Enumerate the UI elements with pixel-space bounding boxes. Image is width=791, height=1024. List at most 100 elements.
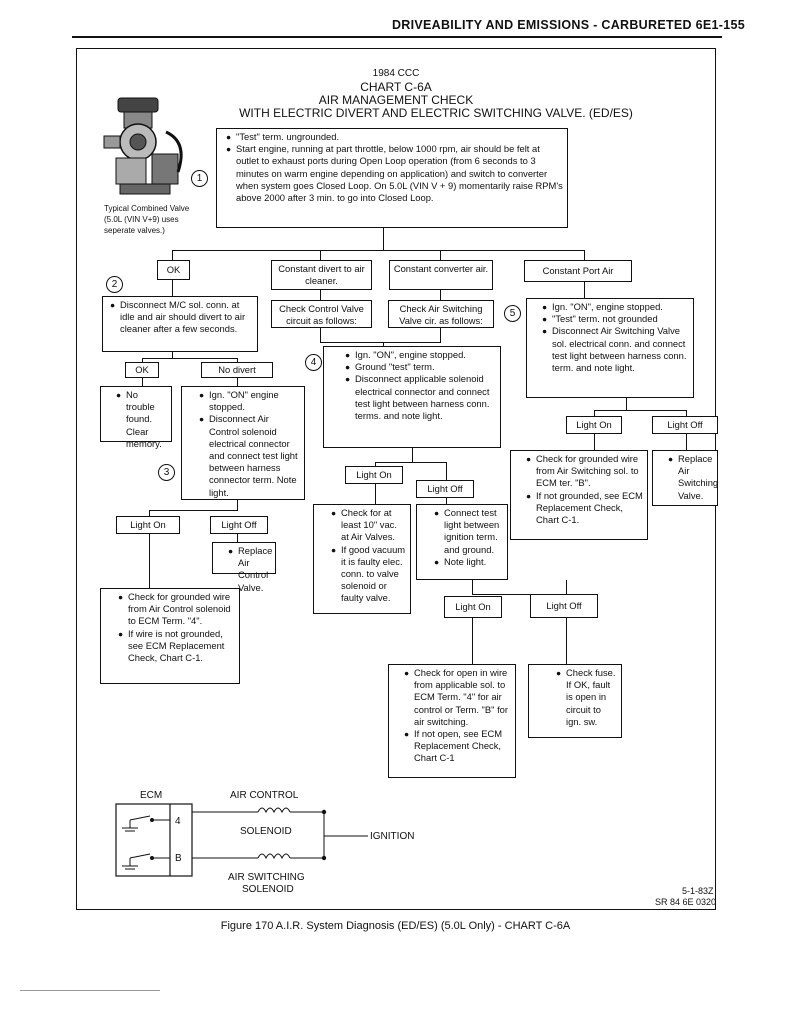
middle-light-off: Light Off: [416, 480, 474, 498]
constant-converter-branch: Constant converter air.: [389, 260, 493, 290]
left-light-on: Light On: [116, 516, 180, 534]
chart-subtitle: WITH ELECTRIC DIVERT AND ELECTRIC SWITCH…: [239, 106, 633, 120]
term-b-label: B: [175, 853, 182, 864]
no-trouble-box: No trouble found. Clear memory.: [100, 386, 172, 449]
replace-air-control-text: Replace Air Control Valve.: [228, 545, 272, 594]
connector: [472, 594, 566, 596]
right-light-on: Light On: [566, 416, 622, 434]
check-vacuum-1: Check for at least 10" vac. at Air Valve…: [331, 507, 407, 544]
initial-step-1: "Test" term. ungrounded.: [226, 131, 564, 143]
check-fuse-text: Check fuse. If OK, fault is open in circ…: [556, 667, 618, 728]
connector: [320, 290, 322, 300]
page-header: DRIVEABILITY AND EMISSIONS - CARBURETED …: [391, 18, 745, 32]
valve-caption-2: (5.0L (VIN V+9) uses: [104, 215, 179, 224]
connector: [320, 342, 441, 344]
header-rule: [72, 36, 722, 38]
connector: [172, 250, 174, 260]
initial-step-2: Start engine, running at part throttle, …: [226, 143, 564, 204]
left-light-off: Light Off: [210, 516, 268, 534]
wiring-schematic: [115, 803, 368, 877]
connector: [440, 250, 442, 260]
constant-port-branch: Constant Port Air: [524, 260, 632, 282]
connector: [142, 378, 144, 386]
chart-title: AIR MANAGEMENT CHECK: [318, 93, 474, 107]
connector: [446, 462, 448, 480]
step-circle-1: 1: [191, 170, 208, 187]
step5-item-3: Disconnect Air Switching Valve sol. elec…: [542, 325, 690, 374]
solenoid-label: SOLENOID: [240, 826, 292, 837]
connector: [594, 434, 596, 450]
connect-test-light-1: Connect test light between ignition term…: [434, 507, 504, 556]
connector: [149, 510, 238, 512]
middle-light-off-2: Light Off: [530, 594, 598, 618]
connector: [320, 328, 322, 342]
check-fuse-box: Check fuse. If OK, fault is open in circ…: [528, 664, 622, 738]
no-trouble-text: No trouble found. Clear memory.: [116, 389, 168, 450]
ok-branch: OK: [157, 260, 190, 280]
connector: [172, 352, 174, 358]
constant-divert-branch: Constant divert to air cleaner.: [271, 260, 372, 290]
term-4-label: 4: [175, 816, 181, 827]
step4-box: Ign. "ON", engine stopped. Ground "test"…: [323, 346, 501, 448]
connector: [375, 484, 377, 504]
check-open-box: Check for open in wire from applicable s…: [388, 664, 516, 778]
connector: [584, 282, 586, 298]
check-switching-ground-2: If not grounded, see ECM Replacement Che…: [526, 490, 644, 527]
connector: [172, 280, 174, 296]
step4-item-2: Ground "test" term.: [345, 361, 497, 373]
step-circle-4: 4: [305, 354, 322, 371]
ignition-label: IGNITION: [370, 831, 415, 842]
chart-id: CHART C-6A: [360, 80, 432, 94]
initial-test-box: "Test" term. ungrounded. Start engine, r…: [216, 128, 568, 228]
connector: [440, 328, 442, 342]
step5-box: Ign. "ON", engine stopped. "Test" term. …: [526, 298, 694, 398]
replace-switching-text: Replace Air Switching Valve.: [668, 453, 718, 502]
connect-test-light-box: Connect test light between ignition term…: [416, 504, 508, 580]
connector: [626, 398, 628, 410]
connect-test-light-2: Note light.: [434, 556, 504, 568]
chart-year: 1984 CCC: [372, 68, 420, 79]
step-circle-3: 3: [158, 464, 175, 481]
check-air-control-ground-2: If wire is not grounded, see ECM Replace…: [118, 628, 236, 665]
connector: [594, 410, 596, 416]
replace-air-control-box: Replace Air Control Valve.: [212, 542, 276, 593]
connector: [383, 342, 385, 346]
connector: [142, 358, 144, 362]
left-ok: OK: [125, 362, 159, 378]
step-circle-5: 5: [504, 305, 521, 322]
connector: [566, 618, 568, 664]
code-2: SR 84 6E 0320: [655, 897, 717, 907]
connector: [375, 462, 377, 466]
step-circle-2: 2: [106, 276, 123, 293]
connector: [142, 358, 238, 360]
no-divert: No divert: [201, 362, 273, 378]
air-control-test-box: Ign. "ON" engine stopped. Disconnect Air…: [181, 386, 305, 500]
connector: [149, 534, 151, 588]
air-switching-label: AIR SWITCHING: [228, 872, 305, 883]
disconnect-mc-box: Disconnect M/C sol. conn. at idle and ai…: [102, 296, 258, 352]
check-vacuum-box: Check for at least 10" vac. at Air Valve…: [313, 504, 411, 614]
middle-light-on-2: Light On: [444, 596, 502, 618]
air-control-label: AIR CONTROL: [230, 790, 299, 801]
disconnect-mc-text: Disconnect M/C sol. conn. at idle and ai…: [110, 299, 254, 336]
connector: [172, 250, 584, 252]
air-control-step-2: Disconnect Air Control solenoid electric…: [199, 413, 301, 498]
connector: [594, 410, 686, 412]
ecm-label: ECM: [140, 790, 163, 801]
connector: [237, 378, 239, 386]
combined-valve-illustration: [103, 97, 183, 195]
check-switching-ground-box: Check for grounded wire from Air Switchi…: [510, 450, 648, 540]
connector: [440, 290, 442, 300]
connector: [472, 618, 474, 664]
connector: [237, 534, 239, 542]
connector: [584, 250, 586, 260]
connector: [149, 510, 151, 516]
connector: [320, 250, 322, 260]
connector: [446, 498, 448, 504]
right-light-off: Light Off: [652, 416, 718, 434]
connector: [686, 434, 688, 450]
connector: [412, 448, 414, 462]
valve-caption-3: seperate valves.): [104, 226, 165, 235]
step4-item-3: Disconnect applicable solenoid electrica…: [345, 373, 497, 422]
connector: [566, 580, 568, 594]
